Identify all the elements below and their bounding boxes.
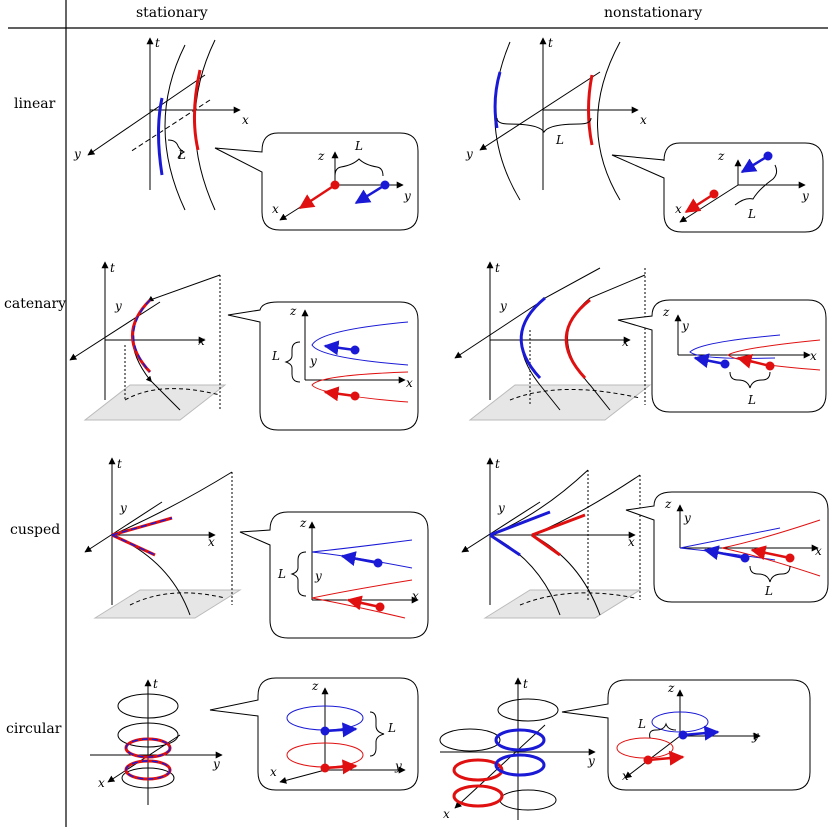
panel-linear-stationary bbox=[87, 37, 419, 231]
axis-label-z: z bbox=[317, 149, 325, 163]
panel-circular-nonstationary bbox=[439, 677, 811, 820]
column-header-stationary: stationary bbox=[136, 5, 208, 21]
axis-label-y: y bbox=[314, 569, 322, 583]
axis-label-x: x bbox=[270, 765, 277, 779]
row-label-catenary: catenary bbox=[4, 296, 67, 312]
axis-label-z: z bbox=[662, 305, 670, 319]
panel-catenary-nonstationary bbox=[454, 261, 827, 421]
axis-label-t: t bbox=[153, 677, 158, 691]
axis-label-x: x bbox=[272, 202, 279, 216]
red-point bbox=[709, 189, 719, 199]
axis-label-y: y bbox=[73, 147, 81, 161]
axis-label-x: x bbox=[622, 769, 629, 783]
length-label-L: L bbox=[354, 139, 363, 153]
axis-label-z: z bbox=[299, 516, 307, 530]
axis-label-y: y bbox=[212, 757, 220, 771]
axis-label-y: y bbox=[587, 754, 595, 768]
red-point bbox=[350, 391, 360, 401]
axis-label-y: y bbox=[497, 501, 505, 515]
axis-label-t: t bbox=[155, 36, 160, 50]
axis-label-y: y bbox=[465, 147, 473, 161]
axis-label-y: y bbox=[403, 189, 411, 203]
axis-label-y: y bbox=[499, 299, 507, 313]
length-label-L: L bbox=[177, 148, 186, 162]
column-header-nonstationary: nonstationary bbox=[604, 5, 703, 21]
blue-point bbox=[373, 558, 383, 568]
red-point bbox=[785, 553, 795, 563]
panel-cusped-stationary bbox=[84, 457, 429, 639]
axis-label-z: z bbox=[664, 497, 672, 511]
axis-labels: t x y L z L y x t x y L z y x L t y x z … bbox=[73, 36, 822, 821]
axis-label-x: x bbox=[242, 113, 249, 127]
axis-label-y: y bbox=[751, 729, 759, 743]
axis-label-x: x bbox=[412, 589, 419, 603]
axis-label-z: z bbox=[667, 681, 675, 695]
axis-label-z: z bbox=[289, 304, 297, 318]
red-point bbox=[643, 755, 653, 765]
axis-label-x: x bbox=[675, 202, 682, 216]
axis-label-x: x bbox=[443, 807, 450, 821]
blue-point bbox=[740, 553, 750, 563]
axis-label-x: x bbox=[640, 113, 647, 127]
axis-label-t: t bbox=[117, 457, 122, 471]
length-label-L: L bbox=[387, 721, 396, 735]
axis-label-y: y bbox=[683, 511, 691, 525]
axis-label-x: x bbox=[406, 376, 413, 390]
length-label-L: L bbox=[277, 567, 286, 581]
row-label-linear: linear bbox=[14, 96, 56, 112]
red-point bbox=[375, 602, 385, 612]
axis-label-x: x bbox=[622, 335, 629, 349]
axis-label-y: y bbox=[309, 354, 317, 368]
axis-label-z: z bbox=[717, 149, 725, 163]
blue-point bbox=[720, 359, 730, 369]
axis-label-x: x bbox=[810, 349, 817, 363]
axis-label-t: t bbox=[495, 261, 500, 275]
axis-label-y: y bbox=[801, 189, 809, 203]
blue-point bbox=[763, 151, 773, 161]
length-label-L: L bbox=[555, 133, 564, 147]
length-label-L: L bbox=[764, 584, 773, 598]
panel-cusped-nonstationary bbox=[461, 457, 829, 619]
axis-label-t: t bbox=[110, 261, 115, 275]
axis-label-t: t bbox=[523, 677, 528, 691]
axis-label-y: y bbox=[114, 299, 122, 313]
row-label-cusped: cusped bbox=[10, 522, 61, 538]
axis-label-y: y bbox=[681, 319, 689, 333]
blue-point bbox=[678, 730, 688, 740]
length-label-L: L bbox=[747, 207, 756, 221]
axis-label-x: x bbox=[815, 544, 822, 558]
red-point bbox=[330, 180, 340, 190]
axis-label-x: x bbox=[98, 776, 105, 790]
blue-point bbox=[320, 726, 330, 736]
axis-label-x: x bbox=[628, 535, 635, 549]
blue-point bbox=[380, 180, 390, 190]
red-point bbox=[320, 763, 330, 773]
axis-label-x: x bbox=[208, 535, 215, 549]
blue-point bbox=[350, 345, 360, 355]
axis-label-t: t bbox=[495, 457, 500, 471]
panel-linear-nonstationary bbox=[479, 37, 824, 233]
axis-label-x: x bbox=[198, 334, 205, 348]
panel-catenary-stationary bbox=[69, 261, 419, 431]
axis-label-y: y bbox=[119, 501, 127, 515]
axis-label-y: y bbox=[394, 759, 402, 773]
red-point bbox=[765, 361, 775, 371]
axis-label-z: z bbox=[311, 679, 319, 693]
row-label-circular: circular bbox=[6, 721, 62, 737]
panel-circular-stationary bbox=[90, 677, 419, 805]
length-label-L: L bbox=[747, 393, 756, 407]
length-label-L: L bbox=[637, 717, 646, 731]
axis-label-t: t bbox=[548, 36, 553, 50]
length-label-L: L bbox=[271, 349, 280, 363]
